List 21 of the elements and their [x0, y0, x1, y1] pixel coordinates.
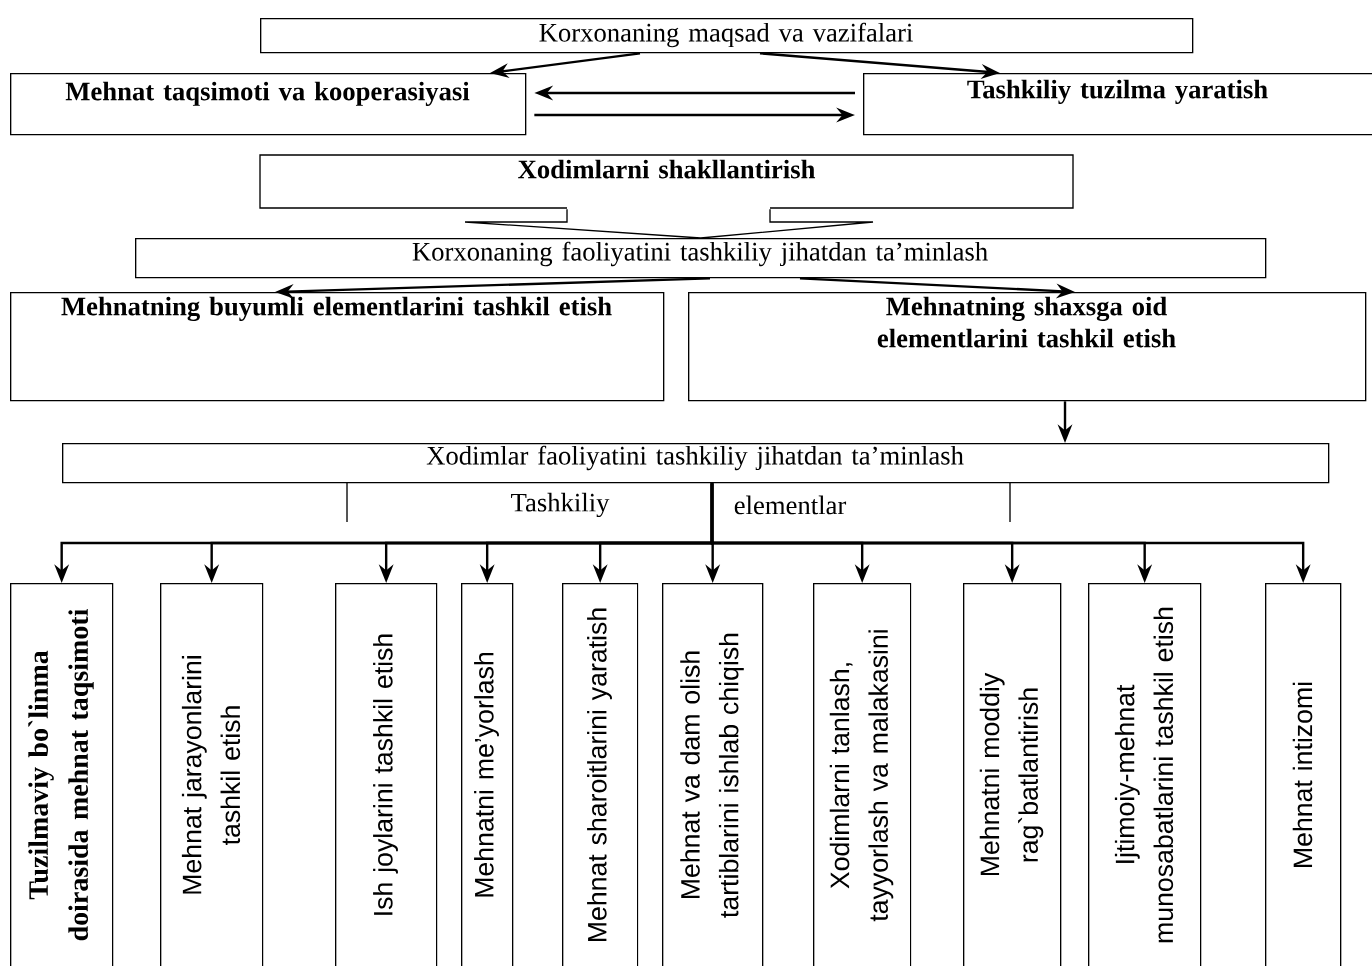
rotated-text-box: Xodimlarni tanlash, tayyorlash va malakasini [813, 583, 912, 966]
rotated-text-box: Ijtimoiy-mehnat munosabatlarini tashkil etish [1088, 583, 1202, 966]
rotated-text-box: Mehnat jarayonlarini tashkil etish [160, 583, 264, 966]
text-box: Mehnatning buyumli elementlarini tashkil etish [10, 292, 665, 402]
label-text: Tashkiliy [511, 492, 610, 518]
text-box: Korxonaning maqsad va vazifalari [260, 18, 1194, 54]
rotated-text-box: Tuzilmaviy bo`linma doirasida mehnat taqsimoti [10, 583, 114, 966]
funnel-connector [464, 208, 874, 239]
rotated-text-box: Mehnatni me’yorlash [461, 583, 514, 966]
rotated-text-box: Mehnatni moddiy rag`batlantirish [963, 583, 1062, 966]
text-box: Mehnatning shaxsga oid elementlarini tashkil etish [688, 292, 1367, 402]
text-box: Korxonaning faoliyatini tashkiliy jihatdan ta’minlash [135, 238, 1267, 279]
rotated-text-box: Ish joylarini tashkil etish [335, 583, 438, 966]
rotated-text-box: Mehnat intizomi [1265, 583, 1342, 966]
rotated-text-box: Mehnat sharoitlarini yaratish [562, 583, 639, 966]
text-box: Tashkiliy tuzilma yaratish [863, 73, 1372, 136]
text-box: Xodimlarni shakllantirish [259, 154, 1074, 209]
text-box: Xodimlar faoliyatini tashkiliy jihatdan ta’minlash [62, 443, 1330, 484]
text-box: Mehnat taqsimoti va kooperasiyasi [10, 73, 527, 136]
rotated-text-box: Mehnat va dam olish tartiblarini ishlab chiqish [662, 583, 764, 966]
label-text: elementlar [734, 495, 847, 515]
